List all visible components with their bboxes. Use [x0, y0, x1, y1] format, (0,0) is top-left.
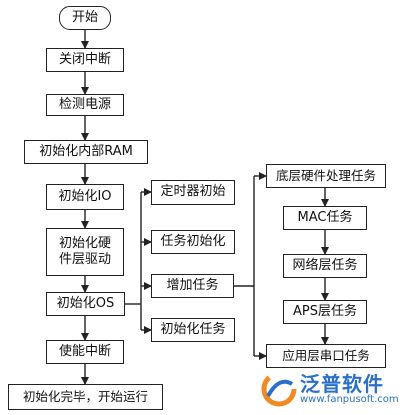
node-init-io: 初始化IO	[46, 184, 124, 210]
watermark-logo-icon	[261, 371, 297, 407]
node-app-uart-task: 应用层串口任务	[266, 344, 386, 368]
node-mac-task: MAC任务	[283, 206, 367, 230]
node-timer-init: 定时器初始	[151, 180, 235, 205]
node-init-ram: 初始化内部RAM	[24, 140, 148, 164]
node-init-done: 初始化完毕，开始运行	[8, 384, 163, 410]
watermark-name: 泛普软件	[300, 372, 384, 396]
node-hw-task: 底层硬件处理任务	[266, 164, 386, 188]
node-task-init: 任务初始化	[151, 230, 235, 254]
node-add-task: 增加任务	[151, 274, 234, 298]
node-start: 开始	[59, 6, 111, 30]
node-init-task: 初始化任务	[151, 318, 235, 342]
node-init-hw-line2: 件层驱动	[58, 252, 111, 267]
node-net-task: 网络层任务	[283, 254, 367, 278]
node-aps-task: APS层任务	[283, 300, 367, 324]
node-enable-interrupt: 使能中断	[46, 340, 124, 364]
node-init-os: 初始化OS	[46, 292, 125, 316]
watermark: 泛普软件 www.fanpusoft.com	[258, 368, 399, 412]
node-init-hw-line1: 初始化硬	[58, 235, 111, 251]
node-detect-power: 检测电源	[46, 94, 124, 116]
node-close-interrupt: 关闭中断	[46, 48, 124, 72]
watermark-url: www.fanpusoft.com	[300, 394, 399, 405]
node-init-hw-driver: 初始化硬 件层驱动	[46, 228, 124, 276]
